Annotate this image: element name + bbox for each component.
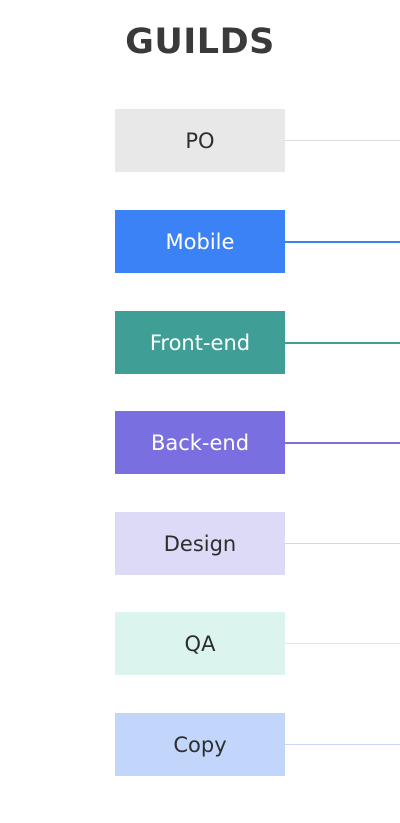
guild-row-front-end: Front-end — [115, 311, 400, 374]
guild-connector-line — [285, 744, 400, 745]
guild-row-mobile: Mobile — [115, 210, 400, 273]
guild-mobile[interactable]: Mobile — [115, 210, 285, 273]
guild-connector-line — [285, 241, 400, 243]
guild-design[interactable]: Design — [115, 512, 285, 575]
guild-qa[interactable]: QA — [115, 612, 285, 675]
guild-row-design: Design — [115, 512, 400, 575]
guild-row-po: PO — [115, 109, 400, 172]
guild-connector-line — [285, 140, 400, 141]
guild-back-end[interactable]: Back-end — [115, 411, 285, 474]
guild-front-end[interactable]: Front-end — [115, 311, 285, 374]
guild-row-copy: Copy — [115, 713, 400, 776]
guild-po[interactable]: PO — [115, 109, 285, 172]
guild-row-qa: QA — [115, 612, 400, 675]
guild-connector-line — [285, 543, 400, 544]
guild-copy[interactable]: Copy — [115, 713, 285, 776]
guild-connector-line — [285, 442, 400, 444]
guild-connector-line — [285, 643, 400, 644]
guild-connector-line — [285, 342, 400, 344]
page-title: GUILDS — [125, 22, 275, 62]
guild-row-back-end: Back-end — [115, 411, 400, 474]
